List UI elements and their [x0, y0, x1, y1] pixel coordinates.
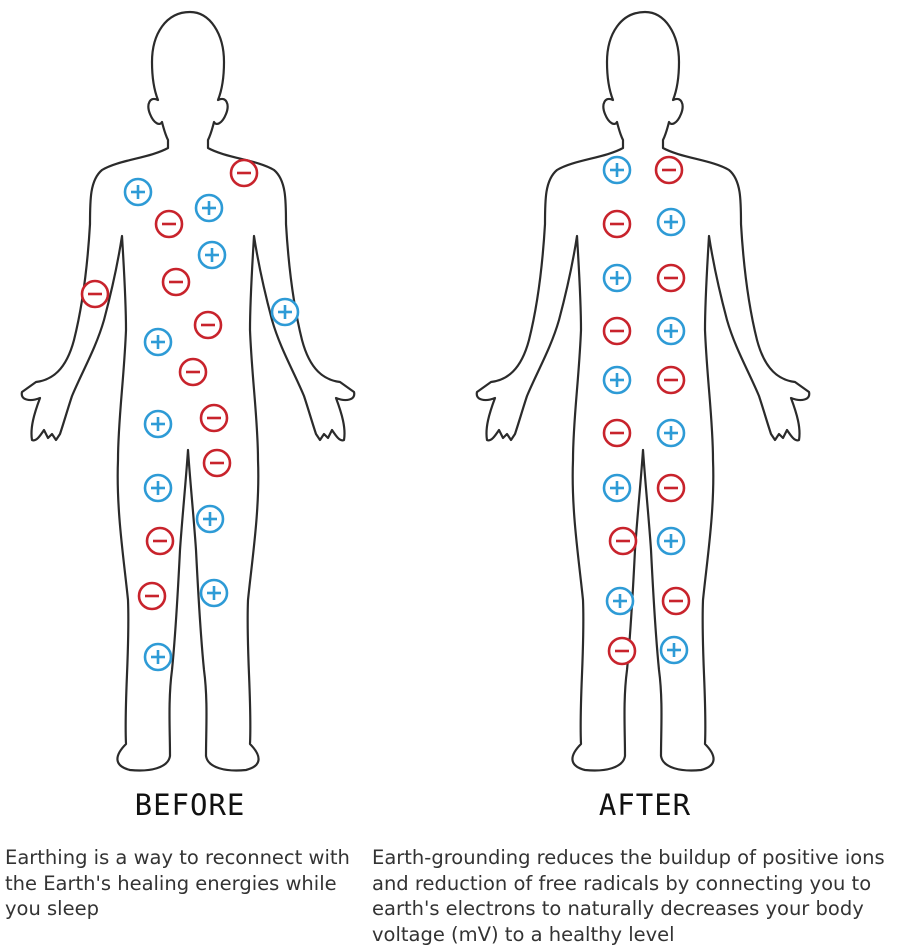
plus-circle-icon [656, 526, 686, 556]
minus-circle-icon [608, 526, 638, 556]
after-caption-line: and reduction of free radicals by connec… [372, 871, 872, 895]
minus-circle-icon [178, 357, 208, 387]
plus-circle-icon [656, 418, 686, 448]
minus-circle-icon [161, 267, 191, 297]
plus-circle-icon [656, 207, 686, 237]
after-panel [475, 10, 811, 772]
before-label: BEFORE [134, 788, 246, 822]
plus-circle-icon [195, 504, 225, 534]
plus-circle-icon [605, 586, 635, 616]
before-caption-line: the Earth's healing energies while [5, 871, 337, 895]
plus-circle-icon [602, 155, 632, 185]
minus-circle-icon [229, 158, 259, 188]
before-panel [20, 10, 356, 772]
minus-circle-icon [656, 365, 686, 395]
plus-circle-icon [602, 263, 632, 293]
plus-circle-icon [143, 327, 173, 357]
minus-circle-icon [202, 448, 232, 478]
plus-circle-icon [270, 297, 300, 327]
before-caption-line: Earthing is a way to reconnect with [5, 846, 350, 869]
plus-circle-icon [123, 177, 153, 207]
plus-circle-icon [656, 316, 686, 346]
plus-circle-icon [659, 635, 689, 665]
minus-circle-icon [199, 403, 229, 433]
before-body-outline [20, 10, 356, 772]
plus-circle-icon [197, 240, 227, 270]
after-body-outline [475, 10, 811, 772]
minus-circle-icon [145, 526, 175, 556]
before-ions [80, 158, 300, 672]
after-caption-line: earth's electrons to naturally decreases… [372, 897, 864, 920]
plus-circle-icon [143, 409, 173, 439]
after-ions [602, 155, 691, 666]
minus-circle-icon [80, 279, 110, 309]
plus-circle-icon [194, 193, 224, 223]
plus-circle-icon [143, 642, 173, 672]
minus-circle-icon [602, 209, 632, 239]
minus-circle-icon [193, 310, 223, 340]
plus-circle-icon [143, 473, 173, 503]
after-label: AFTER [598, 788, 692, 822]
after-caption-line: voltage (mV) to a healthy level [372, 922, 675, 946]
before-caption-line: you sleep [5, 897, 99, 920]
minus-circle-icon [137, 581, 167, 611]
minus-circle-icon [602, 418, 632, 448]
plus-circle-icon [602, 473, 632, 503]
after-caption: Earth-grounding reduces the buildup of p… [372, 845, 914, 947]
after-caption-line: Earth-grounding reduces the buildup of p… [372, 846, 885, 869]
minus-circle-icon [607, 636, 637, 666]
minus-circle-icon [661, 586, 691, 616]
minus-circle-icon [654, 155, 684, 185]
minus-circle-icon [602, 316, 632, 346]
minus-circle-icon [656, 263, 686, 293]
before-caption: Earthing is a way to reconnect with the … [5, 845, 367, 922]
minus-circle-icon [656, 473, 686, 503]
plus-circle-icon [602, 365, 632, 395]
minus-circle-icon [154, 209, 184, 239]
plus-circle-icon [199, 578, 229, 608]
